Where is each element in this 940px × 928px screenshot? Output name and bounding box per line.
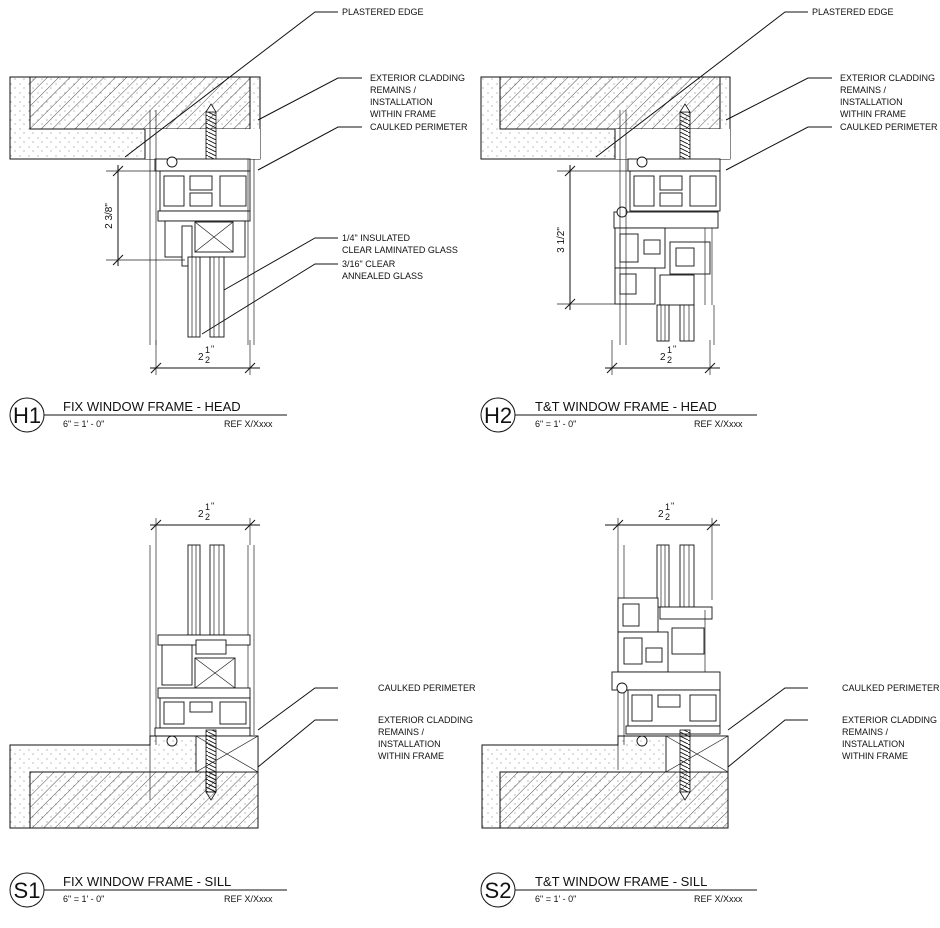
- dimension-whole: 2: [658, 509, 664, 520]
- dimension-horizontal: 2 1 2 ": [150, 340, 260, 375]
- detail-title: FIX WINDOW FRAME - HEAD: [63, 399, 241, 414]
- leader-lines: [124, 11, 362, 335]
- dimension-numerator: 1: [205, 502, 210, 512]
- callout-exterior-cladding: REMAINS /: [370, 85, 417, 95]
- detail-tag: S1: [14, 878, 41, 903]
- dimension-unit: ": [211, 344, 214, 354]
- callout-exterior-cladding: REMAINS /: [842, 727, 889, 737]
- window-frame-profile: [613, 156, 721, 306]
- wall-section: [9, 735, 259, 829]
- detail-scale: 6" = 1' - 0": [535, 419, 576, 429]
- dimension-vertical: 3 1/2": [556, 165, 655, 310]
- detail-reference: REF X/Xxxx: [224, 419, 273, 429]
- callout-exterior-cladding: EXTERIOR CLADDING: [840, 73, 935, 83]
- detail-tag: H2: [484, 403, 512, 428]
- window-frame-profile: [611, 597, 721, 747]
- callout-exterior-cladding: WITHIN FRAME: [378, 751, 444, 761]
- window-frame-profile: [154, 156, 251, 267]
- dimension-horizontal: 2 1 2 ": [605, 340, 720, 375]
- wall-section: [481, 735, 729, 829]
- callout-plastered-edge: PLASTERED EDGE: [812, 7, 894, 17]
- leader-lines: [727, 687, 808, 768]
- callout-exterior-cladding: INSTALLATION: [842, 739, 905, 749]
- anchor-screw: [679, 729, 691, 801]
- callout-caulked-perimeter: CAULKED PERIMETER: [370, 122, 468, 132]
- title-block: H1 FIX WINDOW FRAME - HEAD 6" = 1' - 0" …: [9, 397, 287, 433]
- leader-lines: [257, 687, 338, 768]
- wall-section: [480, 76, 731, 160]
- detail-scale: 6" = 1' - 0": [63, 894, 104, 904]
- callout-exterior-cladding: EXTERIOR CLADDING: [370, 73, 465, 83]
- dimension-whole: 2: [660, 352, 666, 363]
- dimension-numerator: 1: [665, 502, 670, 512]
- callout-exterior-cladding: REMAINS /: [378, 727, 425, 737]
- detail-s2: 2 1 2 ": [480, 501, 940, 908]
- callout-exterior-cladding: WITHIN FRAME: [842, 751, 908, 761]
- callout-insulated-glass: CLEAR LAMINATED GLASS: [342, 245, 458, 255]
- callout-exterior-cladding: INSTALLATION: [840, 97, 903, 107]
- title-block: H2 T&T WINDOW FRAME - HEAD 6" = 1' - 0" …: [480, 397, 757, 433]
- dimension-vertical: 2 3/8": [104, 165, 185, 266]
- detail-reference: REF X/Xxxx: [224, 894, 273, 904]
- detail-scale: 6" = 1' - 0": [535, 894, 576, 904]
- dimension-denominator: 2: [205, 512, 210, 522]
- callout-caulked-perimeter: CAULKED PERIMETER: [840, 122, 938, 132]
- dimension-label: 3 1/2": [556, 227, 567, 253]
- callout-exterior-cladding: EXTERIOR CLADDING: [842, 715, 937, 725]
- dimension-denominator: 2: [665, 512, 670, 522]
- dimension-horizontal: 2 1 2 ": [150, 501, 260, 545]
- title-block: S2 T&T WINDOW FRAME - SILL 6" = 1' - 0" …: [480, 872, 757, 908]
- detail-reference: REF X/Xxxx: [694, 419, 743, 429]
- callout-plastered-edge: PLASTERED EDGE: [342, 7, 424, 17]
- dimension-denominator: 2: [205, 355, 210, 365]
- detail-scale: 6" = 1' - 0": [63, 419, 104, 429]
- dimension-horizontal: 2 1 2 ": [605, 501, 720, 545]
- callout-caulked-perimeter: CAULKED PERIMETER: [378, 683, 476, 693]
- leader-lines: [595, 11, 832, 171]
- glass-panes: [656, 544, 695, 608]
- glass-panes: [187, 256, 225, 338]
- callout-exterior-cladding: WITHIN FRAME: [370, 109, 436, 119]
- detail-title: FIX WINDOW FRAME - SILL: [63, 874, 231, 889]
- detail-reference: REF X/Xxxx: [694, 894, 743, 904]
- dimension-unit: ": [211, 501, 214, 511]
- dimension-unit: ": [671, 501, 674, 511]
- glass-panes: [187, 544, 225, 636]
- callout-caulked-perimeter: CAULKED PERIMETER: [842, 683, 940, 693]
- detail-title: T&T WINDOW FRAME - HEAD: [535, 399, 717, 414]
- glass-panes: [656, 304, 695, 342]
- dimension-denominator: 2: [667, 355, 672, 365]
- dimension-label: 2 3/8": [104, 203, 115, 229]
- callout-insulated-glass: 1/4" INSULATED: [342, 233, 411, 243]
- wall-section: [9, 76, 261, 160]
- callout-exterior-cladding: WITHIN FRAME: [840, 109, 906, 119]
- dimension-numerator: 1: [205, 345, 210, 355]
- callout-annealed-glass: ANNEALED GLASS: [342, 271, 423, 281]
- detail-h1: 2 3/8" 2 1 2 " PLASTERED EDGE EXTERIOR C…: [9, 7, 468, 433]
- detail-title: T&T WINDOW FRAME - SILL: [535, 874, 707, 889]
- callout-exterior-cladding: EXTERIOR CLADDING: [378, 715, 473, 725]
- window-frame-profile: [154, 634, 251, 747]
- dimension-numerator: 1: [667, 345, 672, 355]
- detail-tag: S2: [485, 878, 512, 903]
- dimension-whole: 2: [198, 509, 204, 520]
- callout-exterior-cladding: REMAINS /: [840, 85, 887, 95]
- callout-exterior-cladding: INSTALLATION: [370, 97, 433, 107]
- title-block: S1 FIX WINDOW FRAME - SILL 6" = 1' - 0" …: [9, 872, 287, 908]
- detail-tag: H1: [13, 403, 41, 428]
- detail-s1: 2 1 2 ": [9, 501, 476, 908]
- callout-exterior-cladding: INSTALLATION: [378, 739, 441, 749]
- detail-h2: 3 1/2" 2 1 2 " PLASTERED EDGE EXTERIOR C…: [480, 7, 938, 433]
- dimension-whole: 2: [198, 352, 204, 363]
- dimension-unit: ": [673, 344, 676, 354]
- callout-annealed-glass: 3/16" CLEAR: [342, 259, 396, 269]
